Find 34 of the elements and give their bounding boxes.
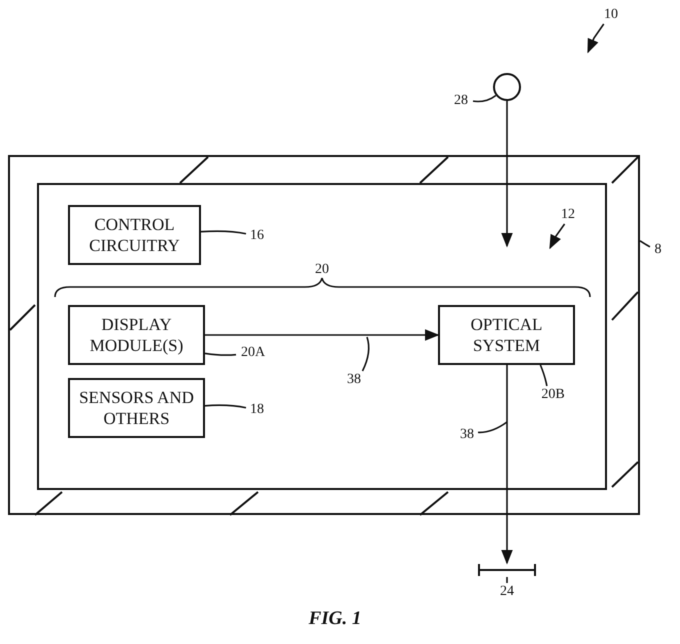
reference-numeral: 24 <box>497 583 517 601</box>
arrow <box>205 329 440 341</box>
leader-line <box>478 421 508 434</box>
reference-numeral: 20B <box>536 386 570 404</box>
circle-symbol <box>493 73 521 101</box>
process-box: OPTICAL SYSTEM <box>438 305 575 365</box>
arrow <box>549 224 566 250</box>
process-box: SENSORS AND OTHERS <box>68 378 205 438</box>
reference-numeral: 12 <box>556 206 580 224</box>
process-box: CONTROL CIRCUITRY <box>68 205 201 265</box>
reference-numeral: 28 <box>449 92 473 110</box>
arrow <box>501 101 513 248</box>
arrow <box>587 24 604 54</box>
leader-line <box>472 94 496 102</box>
process-box: DISPLAY MODULE(S) <box>68 305 205 365</box>
bar-symbol <box>478 563 536 577</box>
leader-line <box>540 364 548 386</box>
reference-numeral: 8 <box>650 241 666 259</box>
inner-frame <box>37 183 607 490</box>
reference-numeral: 38 <box>343 371 365 389</box>
reference-numeral: 20A <box>236 344 270 362</box>
leader-line <box>204 404 246 409</box>
reference-numeral: 20 <box>315 262 329 278</box>
reference-numeral: 16 <box>246 227 268 245</box>
leader-line <box>204 352 236 356</box>
leader-line <box>640 240 650 248</box>
figure-caption: FIG. 1 <box>308 608 362 630</box>
leader-line <box>362 336 370 372</box>
arrow <box>501 365 513 564</box>
leader-line <box>200 230 246 235</box>
reference-numeral: 18 <box>246 401 268 419</box>
reference-numeral: 38 <box>456 426 478 444</box>
reference-numeral: 10 <box>598 6 624 24</box>
leader-line <box>506 577 508 583</box>
